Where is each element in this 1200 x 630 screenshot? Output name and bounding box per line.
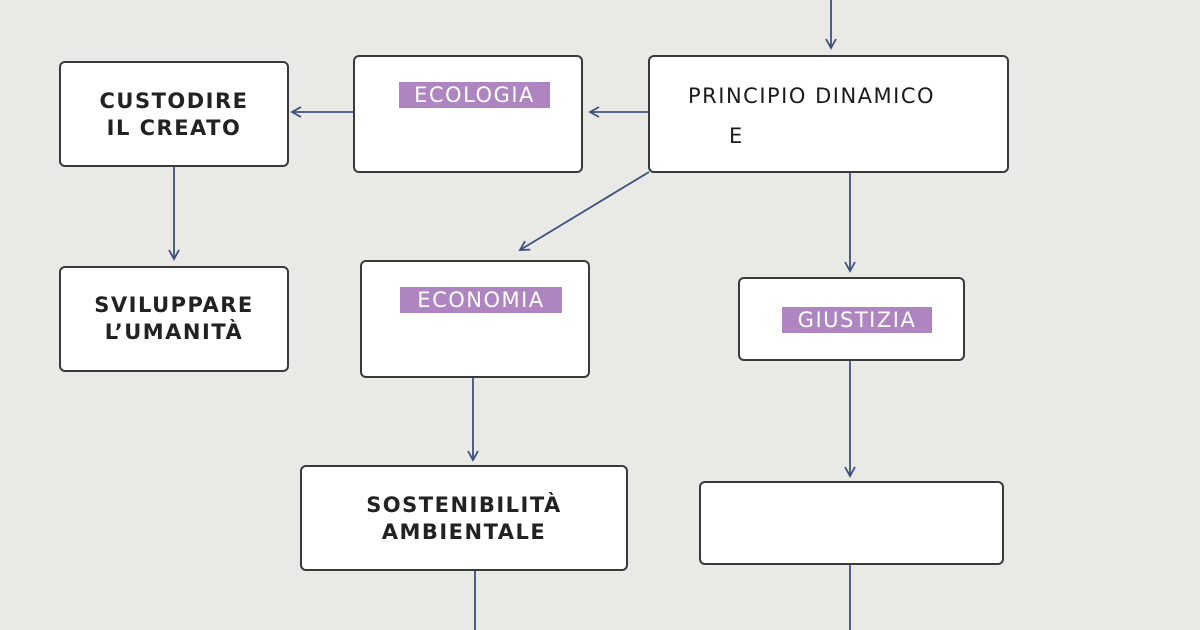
node-sostenibilita: SOSTENIBILITÀ AMBIENTALE <box>300 465 628 571</box>
node-empty <box>699 481 1004 565</box>
node-giustizia: GIUSTIZIA <box>738 277 965 361</box>
giustizia-tag: GIUSTIZIA <box>782 307 932 333</box>
custodire-line1: CUSTODIRE <box>99 89 249 113</box>
principio-line1: PRINCIPIO DINAMICO <box>688 84 936 108</box>
node-principio: PRINCIPIO DINAMICO E <box>648 55 1009 173</box>
principio-line2: E <box>729 124 744 148</box>
economia-tag: ECONOMIA <box>400 287 562 313</box>
sviluppare-line2: L’UMANITÀ <box>104 320 244 344</box>
node-custodire: CUSTODIRE IL CREATO <box>59 61 289 167</box>
arrow-principio-to-economia <box>518 171 650 251</box>
sostenibilita-line1: SOSTENIBILITÀ <box>366 493 562 517</box>
sostenibilita-line2: AMBIENTALE <box>381 520 547 544</box>
ecologia-tag: ECOLOGIA <box>399 82 550 108</box>
node-economia: ECONOMIA <box>360 260 590 378</box>
node-ecologia: ECOLOGIA <box>353 55 583 173</box>
node-sviluppare: SVILUPPARE L’UMANITÀ <box>59 266 289 372</box>
custodire-line2: IL CREATO <box>106 116 242 140</box>
sviluppare-line1: SVILUPPARE <box>94 293 254 317</box>
